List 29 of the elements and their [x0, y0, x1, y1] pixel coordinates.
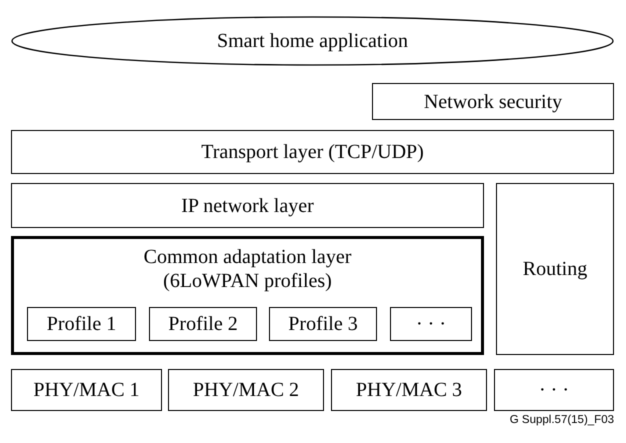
- adaptation-layer-box: [11, 236, 484, 355]
- node-label: Profile 1: [46, 312, 116, 336]
- profile-box: [269, 307, 377, 341]
- node-label: Routing: [522, 257, 588, 281]
- node-label: IP network layer: [181, 194, 314, 218]
- figure-id: G Suppl.57(15)_F03: [510, 414, 614, 426]
- node-label: Smart home application: [216, 29, 408, 53]
- node-label: Common adaptation layer (6LoWPAN profiles): [142, 245, 352, 293]
- profile-box: [390, 307, 472, 341]
- node-label: Transport layer (TCP/UDP): [201, 140, 424, 164]
- node-label: Network security: [424, 90, 562, 114]
- profile-box: [27, 307, 136, 341]
- phy-mac-box: [168, 369, 324, 411]
- phy-mac-box: [11, 369, 162, 411]
- node-label: Profile 3: [288, 312, 358, 336]
- routing-box: [496, 183, 614, 355]
- layer-box: [11, 183, 484, 228]
- node-label: PHY/MAC 1: [33, 378, 140, 402]
- node-label: PHY/MAC 2: [192, 378, 300, 402]
- node-label: · · ·: [416, 312, 446, 336]
- node-label: Profile 2: [168, 312, 238, 336]
- node-label: · · ·: [539, 378, 569, 402]
- layer-box: [372, 83, 614, 120]
- profile-box: [149, 307, 257, 341]
- application-ellipse: [11, 16, 614, 66]
- phy-mac-box: [494, 369, 614, 411]
- phy-mac-box: [331, 369, 487, 411]
- node-label: PHY/MAC 3: [356, 378, 462, 402]
- layer-box: [11, 130, 614, 174]
